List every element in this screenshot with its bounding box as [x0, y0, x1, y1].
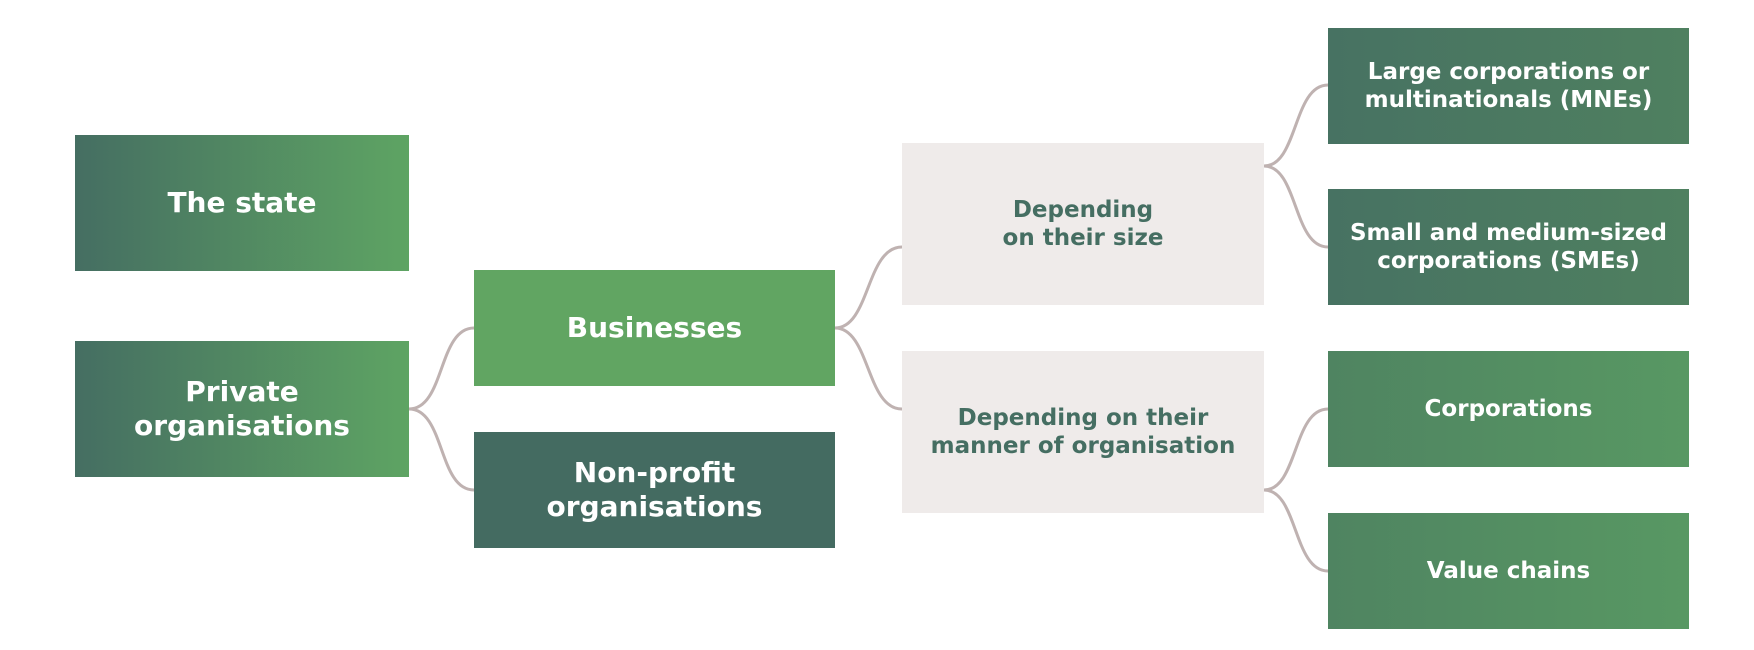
node-sme-label-line-2: corporations (SMEs)	[1377, 248, 1640, 274]
node-businesses-label: Businesses	[566, 310, 743, 344]
node-large-label-line-2: multinationals (MNEs)	[1364, 87, 1653, 113]
node-value-chains-label: Value chains	[1426, 557, 1591, 584]
node-large-label-line-1: Large corporations or	[1367, 58, 1650, 85]
node-corporations-label: Corporations	[1424, 395, 1593, 422]
node-size-label-line-2: on their size	[1002, 225, 1164, 251]
connector-businesses-to-size	[834, 245, 903, 330]
connector-manner-to-corporations	[1263, 407, 1329, 492]
node-manner-label-line-1: Depending on their	[957, 404, 1209, 431]
node-non-profit-label-line-1: Non-profit	[573, 455, 736, 489]
node-sme-corporations: Small and medium-sized corporations (SME…	[1328, 189, 1689, 305]
node-private-organisations-label: Private organisations	[134, 374, 350, 442]
node-corporations: Corporations	[1328, 351, 1689, 467]
connector-businesses-to-manner	[834, 326, 903, 411]
node-private-organisations: Private organisations	[75, 341, 409, 477]
node-depending-on-size: Depending on their size	[902, 143, 1264, 305]
connector-private-to-nonprofit	[408, 407, 475, 492]
node-businesses: Businesses	[474, 270, 835, 386]
connector-size-to-sme	[1263, 164, 1329, 249]
node-non-profit-organisations: Non-profit organisations	[474, 432, 835, 548]
connector-manner-to-value-chains	[1263, 488, 1329, 573]
node-size-label-line-1: Depending	[1012, 196, 1154, 223]
node-sme-label-line-1: Small and medium-sized	[1349, 219, 1667, 246]
node-large-corporations: Large corporations or multinationals (MN…	[1328, 28, 1689, 144]
connector-private-to-businesses	[408, 326, 475, 411]
node-the-state-label: The state	[167, 185, 317, 219]
node-depending-on-manner: Depending on their manner of organisatio…	[902, 351, 1264, 513]
node-the-state: The state	[75, 135, 409, 271]
node-non-profit-label-line-2: organisations	[546, 490, 763, 523]
connector-size-to-large	[1263, 83, 1329, 168]
node-manner-label-line-2: manner of organisation	[930, 433, 1236, 459]
node-value-chains: Value chains	[1328, 513, 1689, 629]
